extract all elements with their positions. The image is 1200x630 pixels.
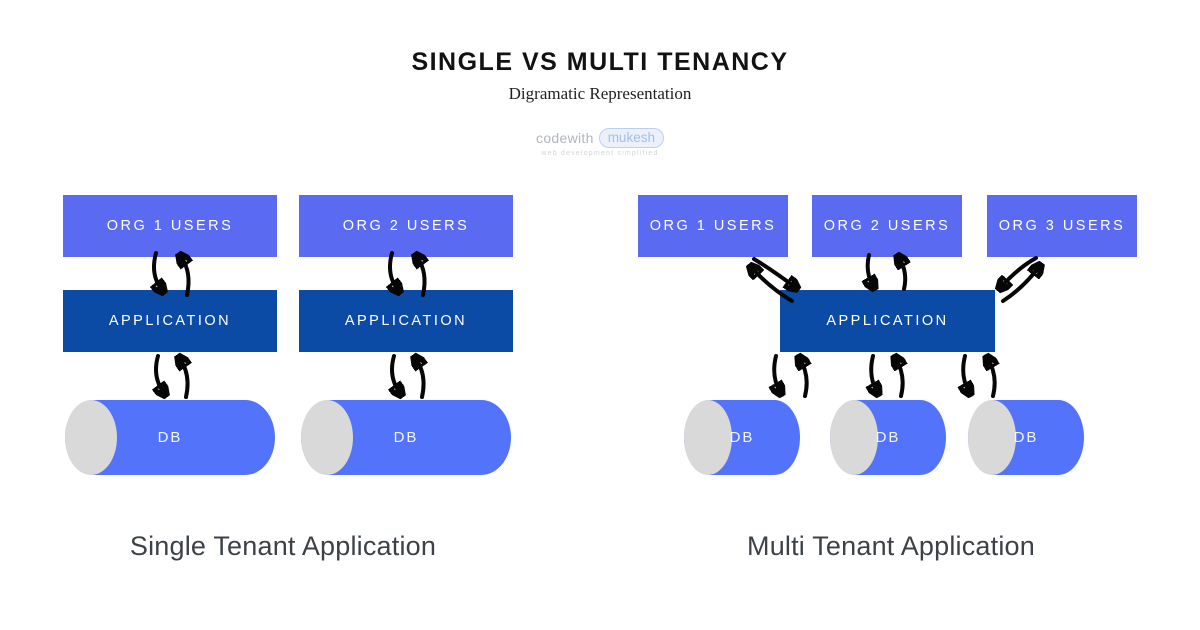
multi-db1-cylinder: DB xyxy=(684,400,800,475)
multi-db2-cylinder: DB xyxy=(830,400,946,475)
multi-db3-cylinder: DB xyxy=(968,400,1084,475)
multi-org1-users-label: ORG 1 USERS xyxy=(649,218,777,234)
multi-org1-users-box: ORG 1 USERS xyxy=(638,195,788,257)
multi-tenant-caption: Multi Tenant Application xyxy=(747,531,1035,561)
arrow-down-icon xyxy=(156,354,164,393)
single-db1-cylinder: DB xyxy=(65,400,275,475)
arrow-up-icon xyxy=(988,359,995,398)
single-db2-cylinder: DB xyxy=(301,400,511,475)
multi-db3-label: DB xyxy=(1013,429,1039,446)
single-application1-label: APPLICATION xyxy=(108,313,232,329)
arrow-down-icon xyxy=(871,354,877,392)
single-org2-users-label: ORG 2 USERS xyxy=(342,218,470,234)
multi-org3-users-label: ORG 3 USERS xyxy=(998,218,1126,234)
arrow-up-icon xyxy=(896,359,903,398)
watermark-brand-pill: mukesh xyxy=(598,128,664,148)
arrow-up-icon xyxy=(180,359,188,399)
multi-org3-users-box: ORG 3 USERS xyxy=(987,195,1137,257)
arrow-down-right-icon xyxy=(752,257,795,287)
arrow-up-icon xyxy=(800,359,807,398)
single-org1-users-label: ORG 1 USERS xyxy=(106,218,234,234)
page-subtitle: Digramatic Representation xyxy=(508,84,692,103)
arrow-down-icon xyxy=(963,354,969,392)
arrow-up-icon xyxy=(416,359,424,399)
watermark: codewith mukesh web development simplifi… xyxy=(0,128,1200,157)
db-cylinder-cap xyxy=(830,400,878,475)
arrow-down-icon xyxy=(868,253,873,286)
page-title: SINGLE VS MULTI TENANCY xyxy=(411,48,789,76)
arrow-up-icon xyxy=(899,258,905,291)
single-tenant-caption: Single Tenant Application xyxy=(129,531,437,561)
multi-application-box: APPLICATION xyxy=(780,290,995,352)
multi-db2-label: DB xyxy=(875,429,901,446)
multi-application-label: APPLICATION xyxy=(826,313,949,329)
single-db2-label: DB xyxy=(393,429,419,446)
db-cylinder-cap xyxy=(301,400,353,475)
db-cylinder-cap xyxy=(968,400,1016,475)
single-db1-label: DB xyxy=(157,429,183,446)
db-cylinder-cap xyxy=(684,400,732,475)
watermark-brand-text: codewith xyxy=(536,130,594,146)
multi-db1-label: DB xyxy=(729,429,755,446)
single-org1-users-box: ORG 1 USERS xyxy=(63,195,277,257)
single-application1-box: APPLICATION xyxy=(63,290,277,352)
single-application2-box: APPLICATION xyxy=(299,290,513,352)
arrow-up-right-icon xyxy=(1001,267,1039,303)
multi-org2-users-label: ORG 2 USERS xyxy=(823,218,951,234)
arrow-down-icon xyxy=(392,354,400,393)
arrow-down-icon xyxy=(774,354,780,392)
arrow-down-left-icon xyxy=(1001,256,1038,287)
arrow-down-icon xyxy=(390,251,398,290)
single-application2-label: APPLICATION xyxy=(344,313,468,329)
watermark-tagline: web development simplified xyxy=(541,150,659,157)
arrow-down-icon xyxy=(154,251,162,290)
single-org2-users-box: ORG 2 USERS xyxy=(299,195,513,257)
multi-org2-users-box: ORG 2 USERS xyxy=(812,195,962,257)
db-cylinder-cap xyxy=(65,400,117,475)
